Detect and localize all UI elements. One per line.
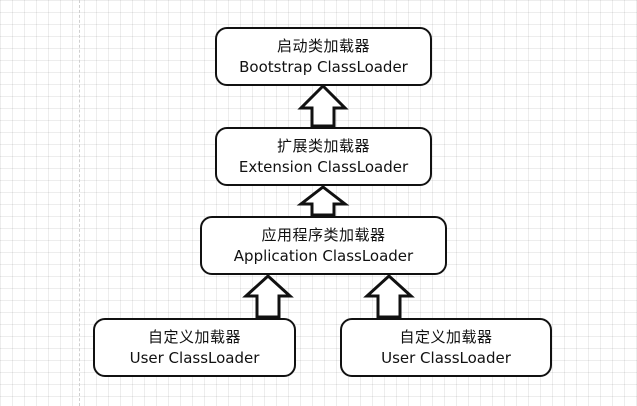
node-user1-zh-label: 自定义加载器	[147, 328, 241, 347]
arrow-extension-to-bootstrap	[297, 83, 349, 128]
arrow-application-to-extension	[296, 185, 350, 217]
node-user2-en-label: User ClassLoader	[381, 348, 511, 367]
arrow-user1-to-application	[242, 273, 294, 319]
node-application-classloader: 应用程序类加载器 Application ClassLoader	[200, 216, 447, 275]
node-user-classloader-2: 自定义加载器 User ClassLoader	[340, 318, 552, 377]
node-extension-classloader: 扩展类加载器 Extension ClassLoader	[215, 127, 432, 186]
node-bootstrap-en-label: Bootstrap ClassLoader	[239, 57, 408, 76]
node-extension-en-label: Extension ClassLoader	[238, 157, 409, 176]
node-application-en-label: Application ClassLoader	[233, 246, 414, 265]
node-extension-zh-label: 扩展类加载器	[276, 137, 370, 156]
node-bootstrap-classloader: 启动类加载器 Bootstrap ClassLoader	[215, 27, 432, 86]
node-user2-zh-label: 自定义加载器	[399, 328, 493, 347]
node-user1-en-label: User ClassLoader	[129, 348, 260, 367]
node-user-classloader-1: 自定义加载器 User ClassLoader	[93, 318, 296, 377]
node-application-zh-label: 应用程序类加载器	[261, 226, 386, 245]
node-bootstrap-zh-label: 启动类加载器	[276, 37, 370, 56]
arrow-user2-to-application	[363, 273, 415, 319]
background-dashed-line	[79, 0, 80, 406]
